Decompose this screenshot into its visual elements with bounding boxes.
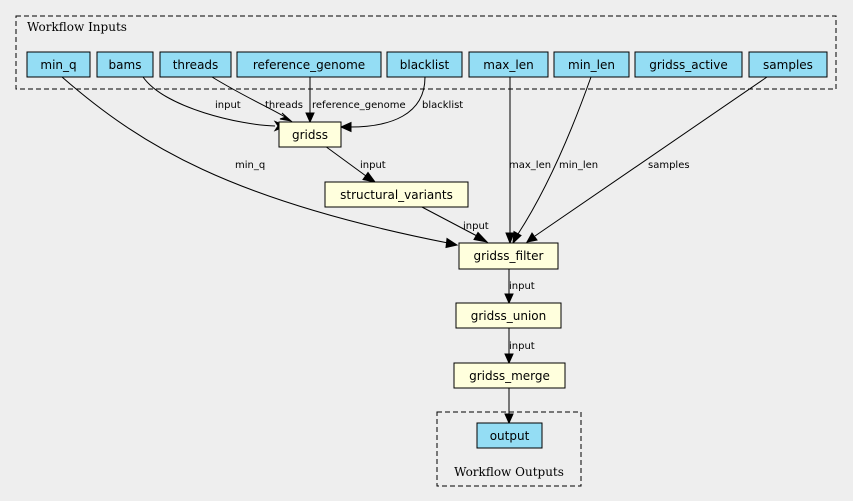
edge-sv-filter: input [419, 205, 489, 243]
svg-text:min_len: min_len [568, 58, 615, 72]
input-node-gridss-active[interactable]: gridss_active [634, 51, 743, 78]
step-node-gridss-merge[interactable]: gridss_merge [453, 362, 566, 389]
input-node-blacklist[interactable]: blacklist [386, 51, 463, 78]
svg-text:gridss: gridss [292, 128, 328, 142]
svg-text:reference_genome: reference_genome [253, 58, 365, 72]
workflow-inputs-label: Workflow Inputs [27, 20, 127, 34]
edge-merge-output [504, 388, 514, 425]
step-node-gridss-filter[interactable]: gridss_filter [458, 242, 559, 270]
edge-label-reference-genome: reference_genome [312, 100, 406, 111]
edge-label-min-len: min_len [559, 160, 598, 171]
input-node-max-len[interactable]: max_len [468, 51, 549, 78]
output-node-output[interactable]: output [476, 422, 543, 449]
edge-threads-gridss: threads [211, 76, 303, 122]
edge-gridss-sv: input [324, 145, 386, 183]
edge-blacklist-gridss: blacklist [339, 76, 463, 133]
edge-union-merge: input [504, 328, 535, 365]
svg-text:samples: samples [763, 58, 813, 72]
step-node-gridss-union[interactable]: gridss_union [455, 302, 562, 329]
svg-text:output: output [490, 429, 530, 443]
input-node-threads[interactable]: threads [159, 51, 232, 78]
edge-label-input-union: input [509, 281, 535, 292]
step-node-structural-variants[interactable]: structural_variants [324, 181, 469, 208]
input-node-samples[interactable]: samples [748, 51, 828, 78]
svg-text:gridss_active: gridss_active [649, 58, 727, 72]
input-node-min-q[interactable]: min_q [26, 51, 91, 78]
edge-filter-union: input [504, 269, 535, 305]
input-node-reference-genome[interactable]: reference_genome [236, 51, 382, 78]
edge-samples-filter: samples [526, 76, 768, 243]
svg-text:max_len: max_len [483, 58, 533, 72]
svg-text:gridss_merge: gridss_merge [469, 369, 550, 383]
svg-text:threads: threads [173, 58, 219, 72]
edge-label-max-len: max_len [509, 160, 551, 171]
input-node-bams[interactable]: bams [96, 51, 154, 78]
edge-label-blacklist: blacklist [422, 100, 463, 111]
edge-label-input: input [215, 100, 241, 111]
step-node-gridss[interactable]: gridss [278, 121, 342, 148]
edge-label-input-filter: input [463, 221, 489, 232]
edge-label-input-merge: input [509, 341, 535, 352]
edge-label-input-sv: input [360, 160, 386, 171]
svg-text:bams: bams [109, 58, 142, 72]
svg-text:structural_variants: structural_variants [340, 188, 453, 202]
edge-label-samples: samples [648, 160, 690, 171]
svg-text:gridss_union: gridss_union [471, 309, 547, 323]
edge-max-len-filter: max_len [505, 77, 551, 245]
edge-label-min-q: min_q [235, 160, 265, 171]
workflow-inputs-cluster: Workflow Inputs [15, 15, 837, 90]
edge-label-threads: threads [265, 100, 303, 111]
svg-text:blacklist: blacklist [400, 58, 450, 72]
workflow-outputs-label: Workflow Outputs [454, 465, 564, 479]
edge-min-len-filter: min_len [512, 76, 598, 245]
edge-reference-genome-gridss: reference_genome [305, 77, 406, 124]
svg-text:gridss_filter: gridss_filter [474, 249, 544, 263]
edge-min-q-filter: min_q [61, 76, 459, 249]
input-node-min-len[interactable]: min_len [553, 51, 630, 78]
svg-text:min_q: min_q [40, 58, 76, 72]
